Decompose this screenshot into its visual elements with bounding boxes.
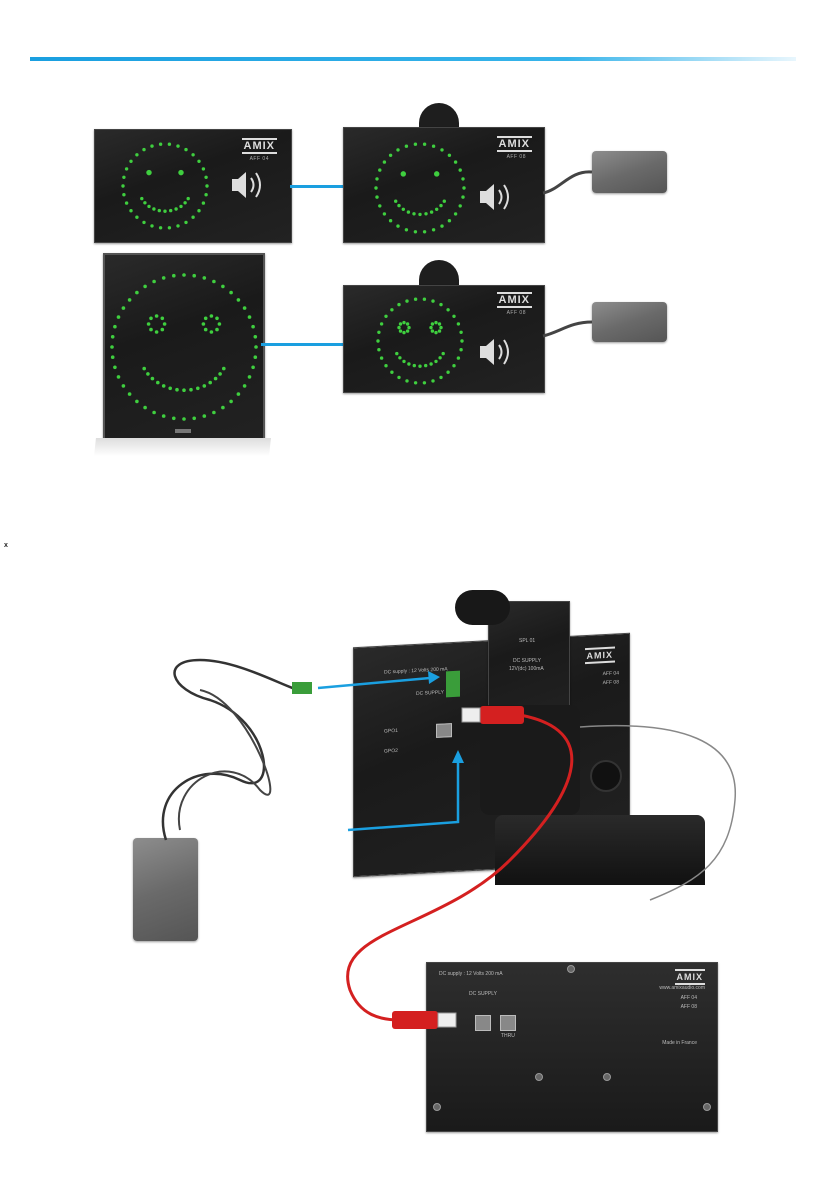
- coiled-power-cable: [163, 660, 300, 840]
- speaker-icon-3: [480, 339, 508, 365]
- speaker-icon-1: [232, 172, 260, 198]
- green-connector: [292, 682, 312, 694]
- speaker-icon-2: [480, 184, 508, 210]
- arrow-to-dc-head: [428, 671, 440, 684]
- red-plug-bottom-tip: [438, 1013, 456, 1027]
- coiled-power-cable-2: [179, 690, 270, 830]
- arrow-to-gpo-line: [348, 760, 458, 830]
- adapter-cable-top: [543, 172, 592, 193]
- arrow-to-dc-line: [318, 678, 430, 688]
- adapter-cable-mid: [543, 322, 592, 336]
- red-plug-top: [480, 706, 524, 724]
- red-plug-bottom: [392, 1011, 438, 1029]
- sensor-cable: [580, 726, 735, 900]
- arrow-to-gpo-head: [452, 750, 464, 763]
- red-plug-top-tip: [462, 708, 480, 722]
